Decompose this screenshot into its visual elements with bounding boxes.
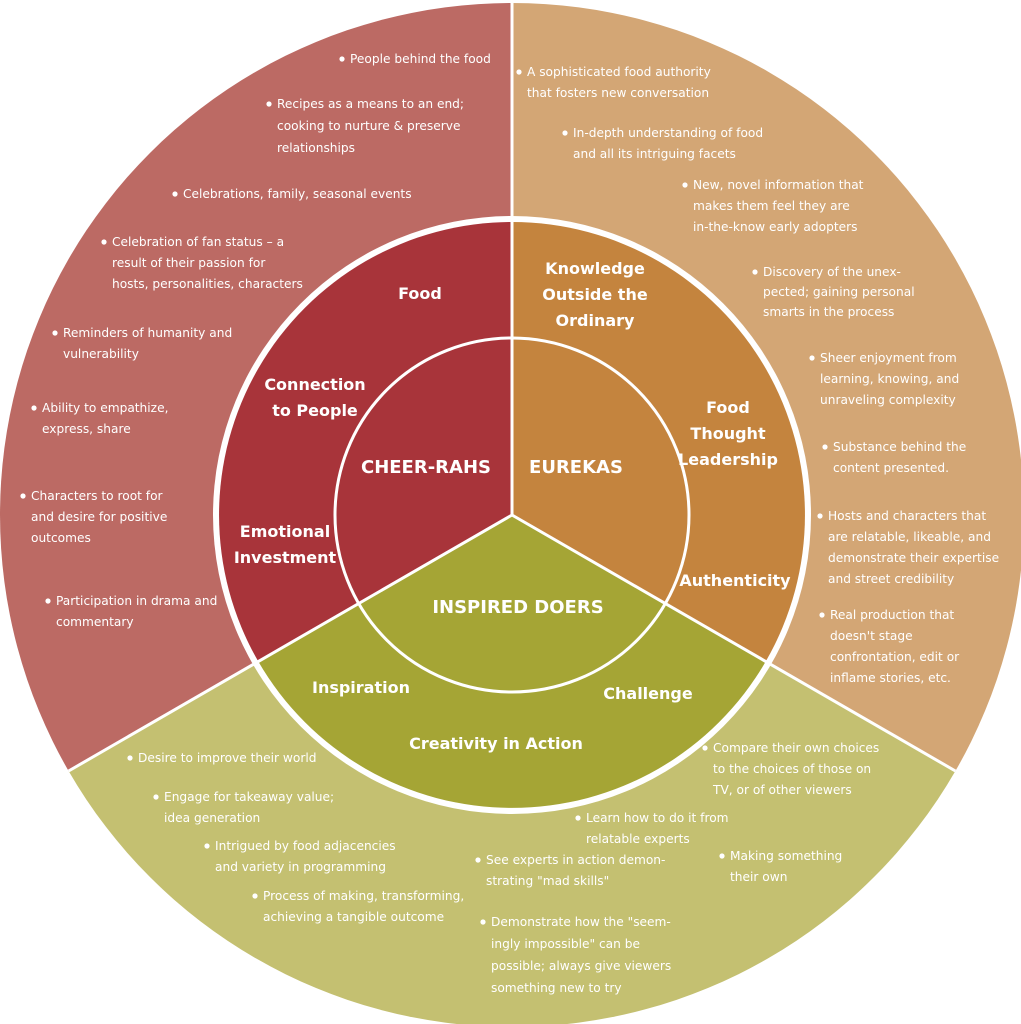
bullet-dot-icon (809, 355, 815, 361)
bullet-dot-icon (45, 598, 51, 604)
cheer-rahs-middle-sector (219, 222, 512, 662)
bullet-dot-icon (516, 69, 522, 75)
inspired-doers-mid-label: Challenge (603, 684, 693, 703)
cheer-rahs-bullet-text: Celebrations, family, seasonal events (183, 187, 412, 201)
bullet-dot-icon (575, 815, 581, 821)
inspired-doers-bullet-text: Demonstrate how the "seem-ingly impossib… (491, 915, 671, 995)
bullet-dot-icon (20, 493, 26, 499)
inspired-doers-bullet-text: See experts in action demon-strating "ma… (486, 853, 665, 888)
inspired-doers-core-label: INSPIRED DOERS (432, 597, 603, 618)
bullet-dot-icon (819, 612, 825, 618)
bullet-dot-icon (266, 101, 272, 107)
eurekas-core-label: EUREKAS (529, 457, 623, 478)
bullet-dot-icon (475, 857, 481, 863)
inspired-doers-mid-label: Creativity in Action (409, 734, 583, 753)
bullet-dot-icon (153, 794, 159, 800)
bullet-dot-icon (752, 269, 758, 275)
bullet-dot-icon (702, 745, 708, 751)
cheer-rahs-bullet-text: Ability to empathize,express, share (42, 401, 168, 436)
inspired-doers-mid-label: Inspiration (312, 678, 410, 697)
inspired-doers-bullet-text: Process of making, transforming,achievin… (263, 889, 464, 924)
bullet-dot-icon (562, 130, 568, 136)
eurekas-bullet-text: Discovery of the unex-pected; gaining pe… (763, 265, 915, 319)
inspired-doers-bullet-text: Desire to improve their world (138, 751, 316, 765)
bullet-dot-icon (252, 893, 258, 899)
cheer-rahs-bullet-text: People behind the food (350, 52, 491, 66)
bullet-dot-icon (172, 191, 178, 197)
eurekas-mid-label: Authenticity (679, 571, 791, 590)
bullet-dot-icon (682, 182, 688, 188)
bullet-dot-icon (480, 919, 486, 925)
bullet-dot-icon (339, 56, 345, 62)
bullet-dot-icon (817, 513, 823, 519)
bullet-dot-icon (822, 444, 828, 450)
cheer-rahs-core-label: CHEER-RAHS (361, 457, 491, 478)
bullet-dot-icon (31, 405, 37, 411)
cheer-rahs-bullet-text: Recipes as a means to an end;cooking to … (277, 97, 464, 155)
bullet-dot-icon (52, 330, 58, 336)
cheer-rahs-mid-label: Food (398, 284, 442, 303)
inspired-doers-bullet-text: Engage for takeaway value;idea generatio… (164, 790, 334, 825)
bullet-dot-icon (204, 843, 210, 849)
inspired-doers-middle-sector (258, 515, 766, 808)
bullet-dot-icon (719, 853, 725, 859)
eurekas-middle-sector (512, 222, 805, 662)
bullet-dot-icon (101, 239, 107, 245)
segment-dividers (67, 3, 957, 773)
bullet-dot-icon (127, 755, 133, 761)
